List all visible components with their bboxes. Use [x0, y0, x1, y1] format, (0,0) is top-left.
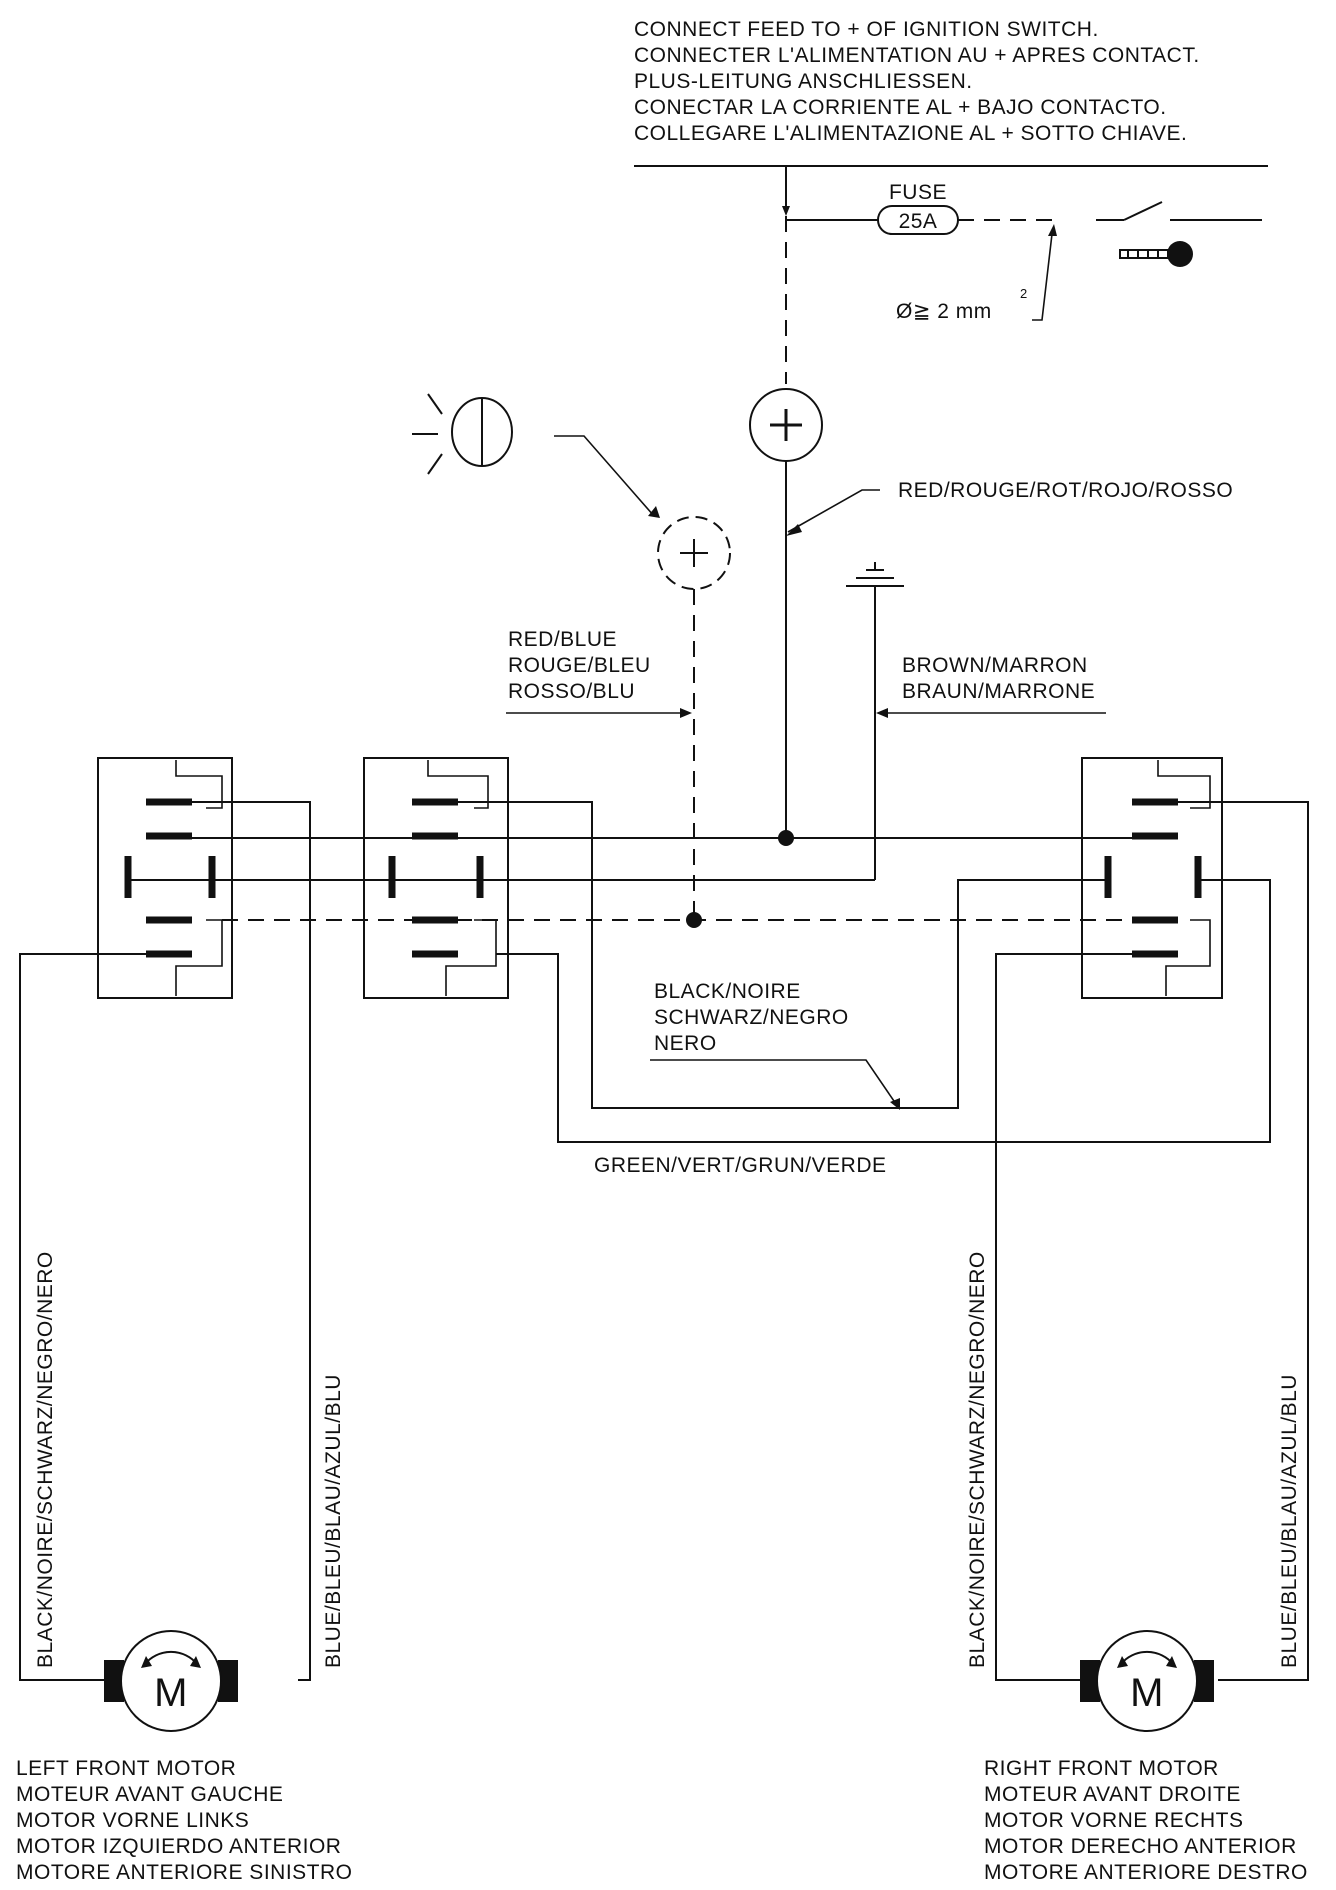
wire-size-label: Ø≧ 2 mm	[896, 300, 992, 323]
wire-size-leader	[1032, 233, 1053, 321]
red-junction-dot	[778, 830, 794, 846]
brown-label-1: BROWN/MARRON	[902, 654, 1088, 677]
right-motor-label-4: MOTOR DERECHO ANTERIOR	[984, 1835, 1297, 1858]
red-blue-arrowhead	[680, 708, 692, 718]
fuse-label: FUSE	[889, 181, 947, 204]
black-center-label-1: BLACK/NOIRE	[654, 980, 801, 1003]
switch-middle	[363, 757, 509, 999]
right-blue-wire-label: BLUE/BLEU/BLAU/AZUL/BLU	[1278, 1374, 1301, 1668]
right-motor-label-1: RIGHT FRONT MOTOR	[984, 1757, 1219, 1780]
right-motor-label-3: MOTOR VORNE RECHTS	[984, 1809, 1243, 1832]
left-blue-wire-label: BLUE/BLEU/BLAU/AZUL/BLU	[322, 1374, 345, 1668]
black-center-label-3: NERO	[654, 1032, 717, 1055]
ignition-key-icon	[1119, 241, 1193, 267]
right-blue-wire	[1178, 801, 1309, 1681]
wire-size-arrowhead	[1048, 224, 1057, 236]
instructions-block: CONNECT FEED TO + OF IGNITION SWITCH. CO…	[634, 18, 1268, 167]
instruction-line-it: COLLEGARE L'ALIMENTAZIONE AL + SOTTO CHI…	[634, 122, 1187, 145]
right-motor-label-2: MOTEUR AVANT DROITE	[984, 1783, 1241, 1806]
instruction-line-fr: CONNECTER L'ALIMENTATION AU + APRES CONT…	[634, 44, 1200, 67]
left-motor-label-4: MOTOR IZQUIERDO ANTERIOR	[16, 1835, 341, 1858]
black-center-arrowhead	[890, 1098, 900, 1110]
right-motor-label-5: MOTORE ANTERIORE DESTRO	[984, 1861, 1308, 1884]
feed-arrow	[782, 206, 790, 216]
switch-right	[1081, 757, 1223, 999]
right-black-wire	[995, 953, 1132, 1681]
wire-size-superscript: 2	[1020, 286, 1028, 301]
red-wire-leader	[787, 489, 880, 533]
ignition-switch-contact	[1123, 201, 1163, 221]
fuse-rating: 25A	[899, 210, 938, 233]
black-center-leader	[650, 1059, 897, 1105]
instruction-line-es: CONECTAR LA CORRIENTE AL + BAJO CONTACTO…	[634, 96, 1167, 119]
black-center-wire	[458, 801, 1108, 1109]
left-black-wire	[19, 953, 146, 1681]
left-motor-label-2: MOTEUR AVANT GAUCHE	[16, 1783, 283, 1806]
instruction-line-de: PLUS-LEITUNG ANSCHLIESSEN.	[634, 70, 973, 93]
black-center-label-2: SCHWARZ/NEGRO	[654, 1006, 849, 1029]
red-blue-label-3: ROSSO/BLU	[508, 680, 635, 703]
left-motor-label-1: LEFT FRONT MOTOR	[16, 1757, 236, 1780]
left-motor-label-5: MOTORE ANTERIORE SINISTRO	[16, 1861, 352, 1884]
ground-icon	[846, 562, 904, 587]
switch-left	[97, 757, 233, 999]
lamp-leader-arrowhead	[648, 506, 660, 518]
right-motor-icon: M	[1080, 1630, 1214, 1732]
brown-wire-arrowhead	[876, 708, 888, 718]
left-black-wire-label: BLACK/NOIRE/SCHWARZ/NEGRO/NERO	[34, 1251, 57, 1668]
red-blue-label-2: ROUGE/BLEU	[508, 654, 651, 677]
left-blue-wire	[192, 801, 311, 1681]
left-motor-symbol: M	[154, 1671, 188, 1715]
lamp-icon	[412, 393, 513, 475]
power-feed: FUSE 25A Ø≧ 2 mm 2	[782, 166, 1262, 384]
green-wire	[496, 879, 1271, 1143]
red-blue-junction-dot	[686, 912, 702, 928]
positive-terminal-icon	[749, 388, 823, 462]
lamp-leader	[554, 435, 655, 517]
right-black-wire-label: BLACK/NOIRE/SCHWARZ/NEGRO/NERO	[966, 1251, 989, 1668]
instruction-line-en: CONNECT FEED TO + OF IGNITION SWITCH.	[634, 18, 1099, 41]
left-motor-icon: M	[104, 1630, 238, 1732]
red-blue-label-1: RED/BLUE	[508, 628, 617, 651]
bus-wires	[19, 801, 1309, 1681]
lamp-terminal-icon	[657, 516, 731, 590]
red-wire-arrowhead	[786, 524, 802, 536]
left-motor-label-3: MOTOR VORNE LINKS	[16, 1809, 249, 1832]
green-wire-label: GREEN/VERT/GRUN/VERDE	[594, 1154, 887, 1177]
brown-label-2: BRAUN/MARRONE	[902, 680, 1095, 703]
right-motor-symbol: M	[1130, 1671, 1164, 1715]
red-wire-label: RED/ROUGE/ROT/ROJO/ROSSO	[898, 479, 1233, 502]
